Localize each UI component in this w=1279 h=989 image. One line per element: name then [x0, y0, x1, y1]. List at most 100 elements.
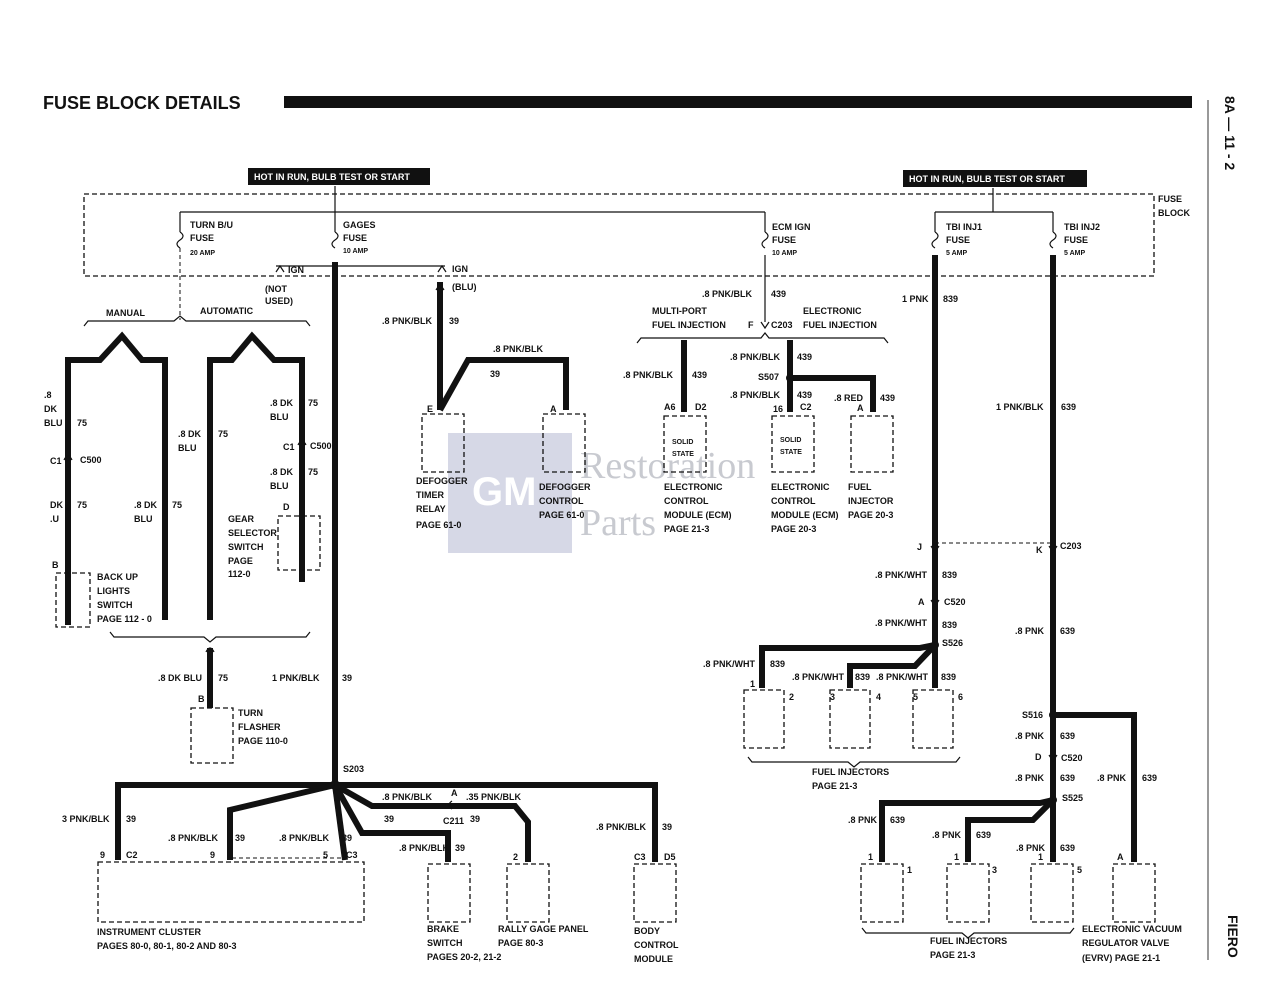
defogger-relay-2: TIMER [416, 490, 444, 500]
connector-pin: D [1035, 752, 1042, 762]
cluster-pin-5: C3 [346, 850, 358, 860]
defogger-control-pin: A [550, 404, 557, 414]
circuit-number: 439 [880, 393, 895, 403]
circuit-number: 39 [384, 814, 394, 824]
circuit-number: 839 [855, 672, 870, 682]
mpfi-label-1: MULTI-PORT [652, 306, 707, 316]
ecm-mpfi-label-2: CONTROL [664, 496, 709, 506]
circuit-number: 639 [1061, 402, 1076, 412]
ecm-mpfi-pin-2: D2 [695, 402, 707, 412]
watermark: GM Restoration Parts [448, 433, 755, 553]
wire-gauge: .8 PNK/BLK [596, 822, 647, 832]
wire-gauge: .8 PNK/BLK [730, 352, 781, 362]
defogger-relay-pin: E [427, 404, 433, 414]
circuit-number: 639 [890, 815, 905, 825]
efi-label-2: FUEL INJECTION [803, 320, 877, 330]
inj-pin: 1 [907, 865, 912, 875]
backup-label-2: LIGHTS [97, 586, 130, 596]
circuit-number: 839 [770, 659, 785, 669]
splice-id: S507 [758, 372, 779, 382]
wire-gauge: .8 PNK/BLK [279, 833, 330, 843]
bcm-pin-1: C3 [634, 852, 646, 862]
circuit-number: 639 [1060, 773, 1075, 783]
connector-pin: F [748, 320, 754, 330]
circuit-number: 439 [771, 289, 786, 299]
injectors-top-label-1: FUEL INJECTORS [812, 767, 889, 777]
ecm-mpfi-inner-1: SOLID [672, 439, 693, 446]
circuit-number: 839 [942, 620, 957, 630]
lower-brace [109, 631, 311, 643]
evrv-label-3: (EVRV) PAGE 21-1 [1082, 953, 1160, 963]
injector-label-2: INJECTOR [848, 496, 894, 506]
wire-color: BLU [44, 418, 63, 428]
wire-gauge: .8 PNK/BLK [399, 843, 450, 853]
fuse-symbol-icon [761, 231, 769, 249]
backup-label-4: PAGE 112 - 0 [97, 614, 152, 624]
fuse-symbol-icon [931, 231, 939, 249]
watermark-logo: GM [472, 470, 536, 514]
injector-bottom-2 [946, 863, 990, 923]
cluster-label-1: INSTRUMENT CLUSTER [97, 927, 201, 937]
mpfi-label-2: FUEL INJECTION [652, 320, 726, 330]
gear-label-3: SWITCH [228, 542, 264, 552]
wire-gauge: .8 PNK/BLK [702, 289, 753, 299]
connector-pin: A [918, 597, 925, 607]
brake-label-2: SWITCH [427, 938, 463, 948]
fuse-label: FUSE [772, 235, 796, 245]
wire-gauge: .8 PNK [1015, 626, 1045, 636]
bcm-pin-2: D5 [664, 852, 676, 862]
circuit-number: 839 [943, 294, 958, 304]
fuse-rating: 10 AMP [343, 248, 368, 255]
bcm-label-1: BODY [634, 926, 660, 936]
injector-top-2 [829, 689, 871, 749]
circuit-number: 39 [470, 814, 480, 824]
fuse-tbi-inj2: TBI INJ2 FUSE 5 AMP [1049, 212, 1100, 257]
fuse-label: FUSE [1064, 235, 1088, 245]
wire-gauge: .8 PNK/WHT [876, 672, 929, 682]
defogger-relay-4: PAGE 61-0 [416, 520, 461, 530]
injector-label-3: PAGE 20-3 [848, 510, 893, 520]
wire-color: BLU [178, 443, 197, 453]
wire-gauge: .8 DK [134, 500, 158, 510]
rally-wire [333, 782, 531, 862]
fuse-symbol-icon [176, 231, 184, 249]
wire-gauge: .8 PNK/WHT [875, 618, 928, 628]
banner-left-text: HOT IN RUN, BULB TEST OR START [254, 172, 410, 182]
fuse-name: ECM IGN [772, 222, 811, 232]
splice-id: S203 [343, 764, 364, 774]
ecm-efi-pin-1: 16 [773, 404, 783, 414]
circuit-number: 39 [342, 833, 352, 843]
defogger-control-2: CONTROL [539, 496, 584, 506]
gear-label-5: 112-0 [228, 569, 251, 579]
title-rule [284, 96, 1192, 108]
circuit-number: 75 [172, 500, 182, 510]
connector-pin: C1 [283, 442, 295, 452]
ecm-efi-label-1: ELECTRONIC [771, 482, 830, 492]
ign-right: IGN [452, 264, 468, 274]
wire-gauge: 1 PNK/BLK [996, 402, 1044, 412]
injector-pin: A [857, 403, 864, 413]
wire-gauge: .8 PNK/WHT [875, 570, 928, 580]
inj-pin: 3 [830, 692, 835, 702]
fuse-name: TBI INJ1 [946, 222, 982, 232]
ecm-efi-inner-2: STATE [780, 449, 802, 456]
injector-wire-1 [759, 642, 936, 688]
wire-gauge: .8 DK [270, 467, 294, 477]
wire-gauge: .8 PNK/WHT [792, 672, 845, 682]
evrv-label-2: REGULATOR VALVE [1082, 938, 1169, 948]
defogger-relay-3: RELAY [416, 504, 446, 514]
circuit-number: 75 [308, 467, 318, 477]
wire-gauge: .8 PNK/BLK [730, 390, 781, 400]
fuse-rating: 20 AMP [190, 250, 215, 257]
wire-gauge: .8 PNK [848, 815, 878, 825]
wire-color: DK [44, 404, 57, 414]
wire-gauge: 1 PNK [902, 294, 929, 304]
wire-gauge: .8 DK [178, 429, 202, 439]
circuit-number: 75 [218, 429, 228, 439]
bcm-wire [335, 782, 658, 862]
page-ref: 8A — 11 - 2 [1222, 96, 1238, 170]
injector-wire-b1 [879, 797, 1054, 862]
rally-gage-box [506, 863, 550, 923]
c203-connector-icon [760, 321, 770, 330]
